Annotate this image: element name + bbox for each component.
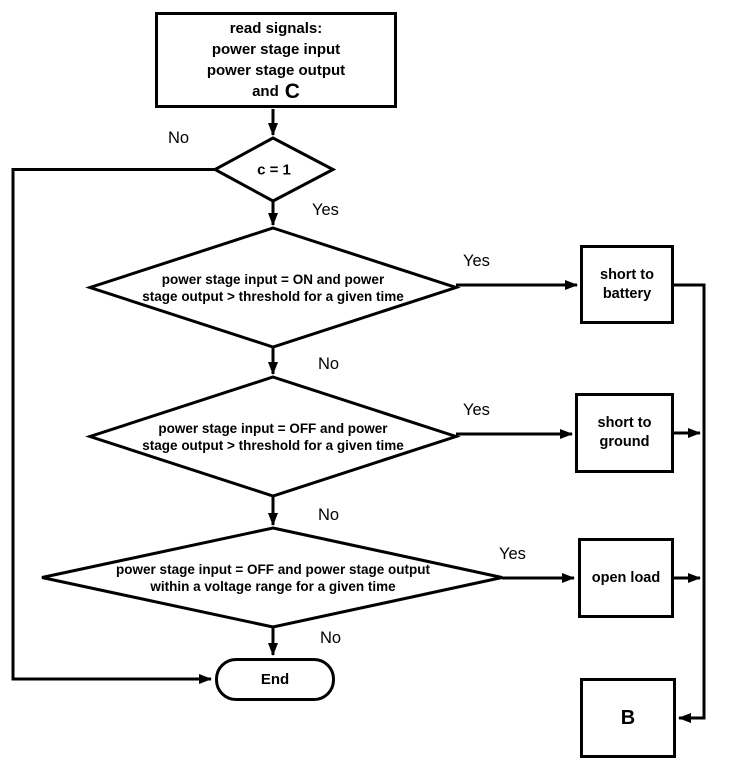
decision-short-battery-diamond bbox=[85, 226, 461, 349]
edge-label-c-yes: Yes bbox=[312, 201, 339, 219]
decision-short-battery-line1: power stage input = ON and power bbox=[161, 272, 385, 287]
decision-c-label: c = 1 bbox=[257, 161, 291, 179]
open-load-label: open load bbox=[591, 569, 661, 586]
connector-b-label: B bbox=[620, 706, 636, 729]
end-label: End bbox=[260, 671, 290, 688]
decision-open-load-line2: within a voltage range for a given time bbox=[150, 579, 396, 594]
decision-open-load-line1: power stage input = OFF and power stage … bbox=[116, 562, 430, 577]
edge-battery-trunk-to-b bbox=[673, 283, 706, 723]
decision-open-load-diamond bbox=[41, 526, 503, 629]
decision-short-ground-label: power stage input = OFF and power stage … bbox=[142, 420, 403, 454]
short-to-ground-box: short to ground bbox=[575, 393, 674, 473]
connector-b-box: B bbox=[580, 678, 676, 758]
edge-label-ground-yes: Yes bbox=[463, 401, 490, 419]
read-signals-line4: and C bbox=[252, 81, 300, 102]
short-to-ground-line1: short to bbox=[597, 415, 652, 431]
decision-c-diamond bbox=[211, 136, 337, 203]
decision-open-load-label: power stage input = OFF and power stage … bbox=[116, 561, 430, 595]
decision-short-battery-line2: stage output > threshold for a given tim… bbox=[142, 289, 404, 304]
edge-label-battery-no: No bbox=[318, 355, 340, 373]
short-to-battery-line2: battery bbox=[602, 285, 652, 302]
decision-short-battery-label: power stage input = ON and power stage o… bbox=[142, 271, 403, 305]
decision-short-ground-line2: stage output > threshold for a given tim… bbox=[142, 438, 404, 453]
read-signals-box: read signals: power stage input power st… bbox=[155, 12, 397, 108]
edge-decision-c-no-feedback-to-end bbox=[11, 168, 215, 684]
read-signals-c-symbol: C bbox=[284, 80, 300, 103]
end-terminal: End bbox=[215, 658, 335, 701]
edge-label-ground-no: No bbox=[318, 506, 340, 524]
edge-label-open-no: No bbox=[320, 629, 342, 647]
read-signals-line3: power stage output bbox=[206, 62, 346, 79]
read-signals-line2: power stage input bbox=[211, 41, 341, 58]
short-to-battery-box: short to battery bbox=[580, 245, 674, 324]
open-load-box: open load bbox=[578, 538, 674, 618]
read-signals-and: and bbox=[252, 83, 279, 100]
edge-label-battery-yes: Yes bbox=[463, 252, 490, 270]
decision-short-ground-diamond bbox=[85, 375, 461, 498]
short-to-battery-line1: short to bbox=[600, 266, 654, 283]
edge-label-c-no: No bbox=[168, 129, 190, 147]
edge-label-open-yes: Yes bbox=[499, 545, 526, 563]
read-signals-line1: read signals: bbox=[229, 20, 323, 37]
short-to-ground-line2: ground bbox=[599, 434, 650, 450]
decision-short-ground-line1: power stage input = OFF and power bbox=[158, 421, 388, 436]
